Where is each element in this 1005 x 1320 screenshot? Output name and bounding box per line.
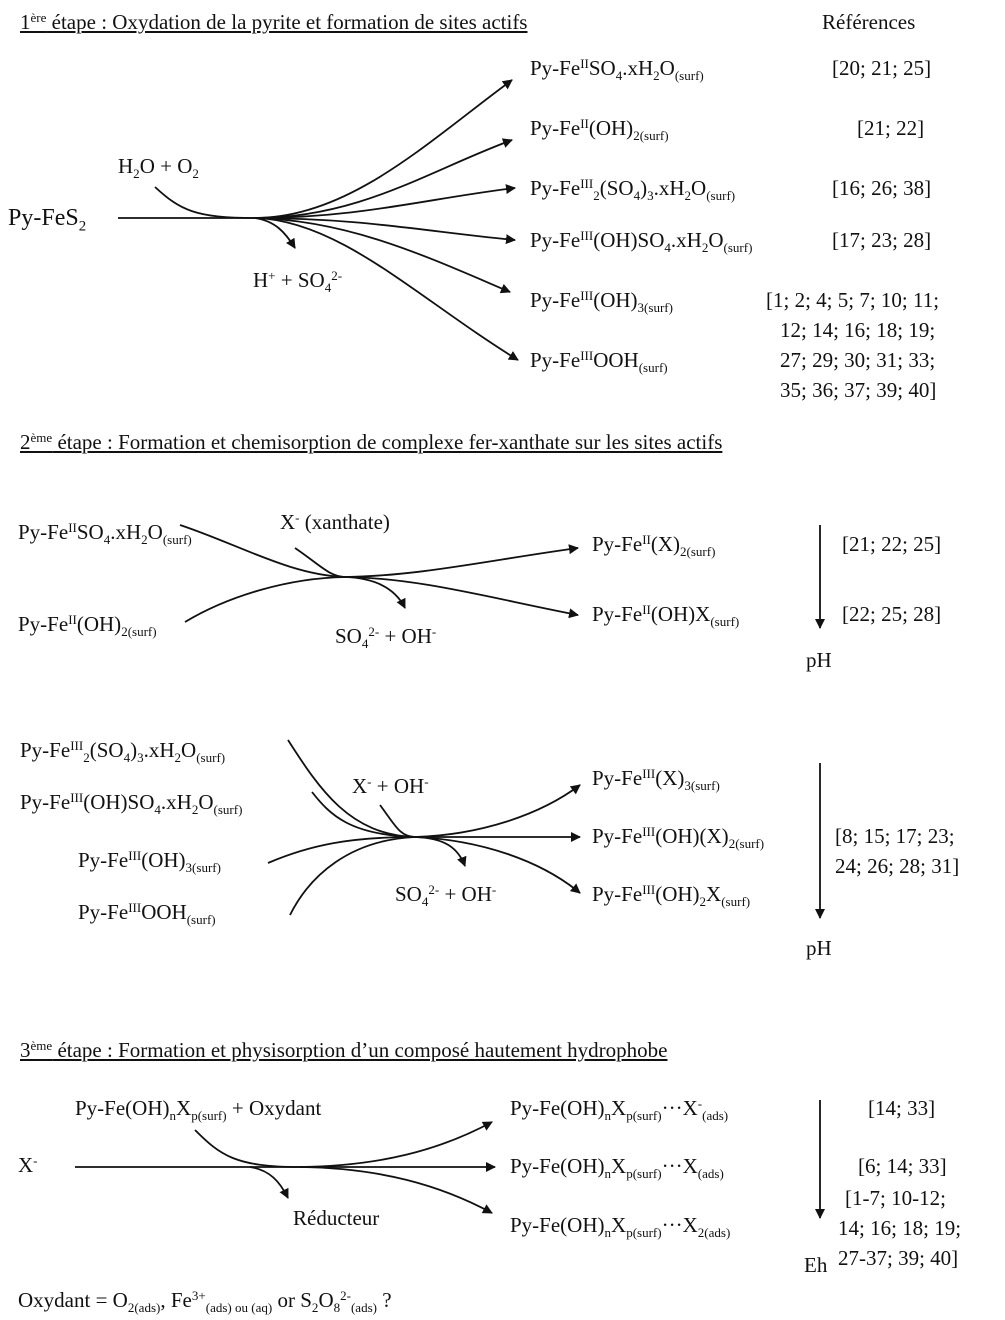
- reactant-fe3-hydroxide: Py-FeIII(OH)3(surf): [78, 847, 221, 875]
- reagent-complex-oxidant: Py-Fe(OH)nXp(surf) + Oxydant: [75, 1096, 322, 1123]
- reference-line: [8; 15; 17; 23;: [835, 824, 955, 848]
- product-arrow: [299, 1166, 493, 1214]
- reactant-curve: [179, 524, 346, 578]
- byproduct-sulfate-hydroxide: SO42- + OH-: [395, 881, 497, 909]
- product-fe3-hydroxysulfate: Py-FeIII(OH)SO4.xH2O(surf): [530, 227, 753, 255]
- reference-line: [17; 23; 28]: [832, 228, 932, 252]
- eh-label: Eh: [804, 1253, 828, 1277]
- reference-line: [1; 2; 4; 5; 7; 10; 11;: [766, 288, 940, 312]
- step1-header: 1ère étape : Oxydation de la pyrite et f…: [20, 9, 528, 34]
- product-arrow: [344, 576, 579, 619]
- product-fe2-hydroxide: Py-FeII(OH)2(surf): [530, 115, 669, 143]
- reagent-water-oxygen: H2O + O2: [118, 154, 199, 181]
- reactant-fe3-sulfate: Py-FeIII2(SO4)3.xH2O(surf): [20, 737, 226, 765]
- reagent-curve: [154, 186, 256, 219]
- byproduct-arrow: [249, 1166, 289, 1199]
- reagent-curve: [194, 1129, 301, 1168]
- reactant-curve: [287, 739, 416, 838]
- reactant-fe2-hydroxide: Py-FeII(OH)2(surf): [18, 611, 157, 639]
- references-header: Références: [822, 10, 916, 34]
- reactant-curve: [267, 836, 416, 864]
- product-xanthate-radical: Py-Fe(OH)nXp(surf)···X(ads): [510, 1154, 724, 1181]
- reference-line: [21; 22]: [857, 116, 925, 140]
- product-fe3-dihydroxy-xanthate: Py-FeIII(OH)2X(surf): [592, 881, 751, 909]
- reagent-curve: [294, 547, 346, 578]
- ph-label: pH: [806, 648, 832, 672]
- reactant-fe3-hydroxysulfate: Py-FeIII(OH)SO4.xH2O(surf): [20, 789, 243, 817]
- reference-line: 27; 29; 30; 31; 33;: [780, 348, 936, 372]
- product-arrow: [414, 836, 581, 894]
- reference-line: [6; 14; 33]: [858, 1154, 947, 1178]
- reactant-curve: [311, 791, 416, 838]
- product-dixanthogen: Py-Fe(OH)nXp(surf)···X2(ads): [510, 1213, 731, 1240]
- byproduct-arrow: [344, 576, 406, 609]
- product-fe3-hydroxy-dixanthate: Py-FeIII(OH)(X)2(surf): [592, 823, 765, 851]
- oxidant-definition: Oxydant = O2(ads), Fe3+(ads) ou (aq) or …: [18, 1287, 392, 1315]
- reactant-fe3-oxyhydroxide: Py-FeIIIOOH(surf): [78, 899, 216, 927]
- reactant-pyrite: Py-FeS2: [8, 205, 87, 235]
- product-fe3-oxyhydroxide: Py-FeIIIOOH(surf): [530, 347, 668, 375]
- byproduct-reducer: Réducteur: [293, 1206, 380, 1230]
- product-arrow: [254, 217, 511, 294]
- product-fe3-sulfate: Py-FeIII2(SO4)3.xH2O(surf): [530, 175, 736, 203]
- reference-line: [22; 25; 28]: [842, 602, 942, 626]
- reference-line: [1-7; 10-12;: [845, 1186, 946, 1210]
- ph-label: pH: [806, 936, 832, 960]
- product-arrow: [254, 217, 519, 361]
- reactant-fe2-sulfate: Py-FeIISO4.xH2O(surf): [18, 519, 192, 547]
- reference-line: 12; 14; 16; 18; 19;: [780, 318, 936, 342]
- product-fe2-xanthate: Py-FeII(X)2(surf): [592, 531, 716, 559]
- step3-header: 3ème étape : Formation et physisorption …: [20, 1037, 668, 1062]
- product-fe2-sulfate: Py-FeIISO4.xH2O(surf): [530, 55, 704, 83]
- reference-line: [21; 22; 25]: [842, 532, 942, 556]
- product-arrow: [254, 184, 516, 219]
- reactant-curve: [289, 836, 416, 916]
- reference-line: [14; 33]: [868, 1096, 936, 1120]
- reactant-curve: [184, 576, 346, 623]
- product-arrow: [414, 784, 581, 838]
- product-dixanthogen-anion: Py-Fe(OH)nXp(surf)···X-(ads): [510, 1095, 729, 1123]
- reagent-curve: [379, 804, 416, 838]
- byproduct-proton-sulfate: H+ + SO42-: [253, 267, 343, 295]
- product-fe3-hydroxide: Py-FeIII(OH)3(surf): [530, 287, 673, 315]
- reference-line: 14; 16; 18; 19;: [838, 1216, 962, 1240]
- reagent-xanthate: X- (xanthate): [280, 509, 390, 534]
- step2-header: 2ème étape : Formation et chemisorption …: [20, 429, 723, 454]
- product-arrow: [254, 79, 513, 219]
- product-arrow: [254, 217, 516, 245]
- reference-line: 27-37; 39; 40]: [838, 1246, 959, 1270]
- product-fe2-hydroxy-xanthate: Py-FeII(OH)X(surf): [592, 601, 740, 629]
- byproduct-sulfate-hydroxide: SO42- + OH-: [335, 623, 437, 651]
- reference-line: 24; 26; 28; 31]: [835, 854, 960, 878]
- reference-line: [20; 21; 25]: [832, 56, 932, 80]
- product-arrow: [344, 544, 579, 578]
- reactant-xanthate: X-: [18, 1152, 38, 1177]
- reagent-xanthate-hydroxide: X- + OH-: [352, 773, 429, 798]
- product-arrow: [254, 138, 513, 219]
- reference-line: 35; 36; 37; 39; 40]: [780, 378, 937, 402]
- product-fe3-xanthate: Py-FeIII(X)3(surf): [592, 765, 720, 793]
- product-arrow: [299, 1121, 493, 1168]
- reference-line: [16; 26; 38]: [832, 176, 932, 200]
